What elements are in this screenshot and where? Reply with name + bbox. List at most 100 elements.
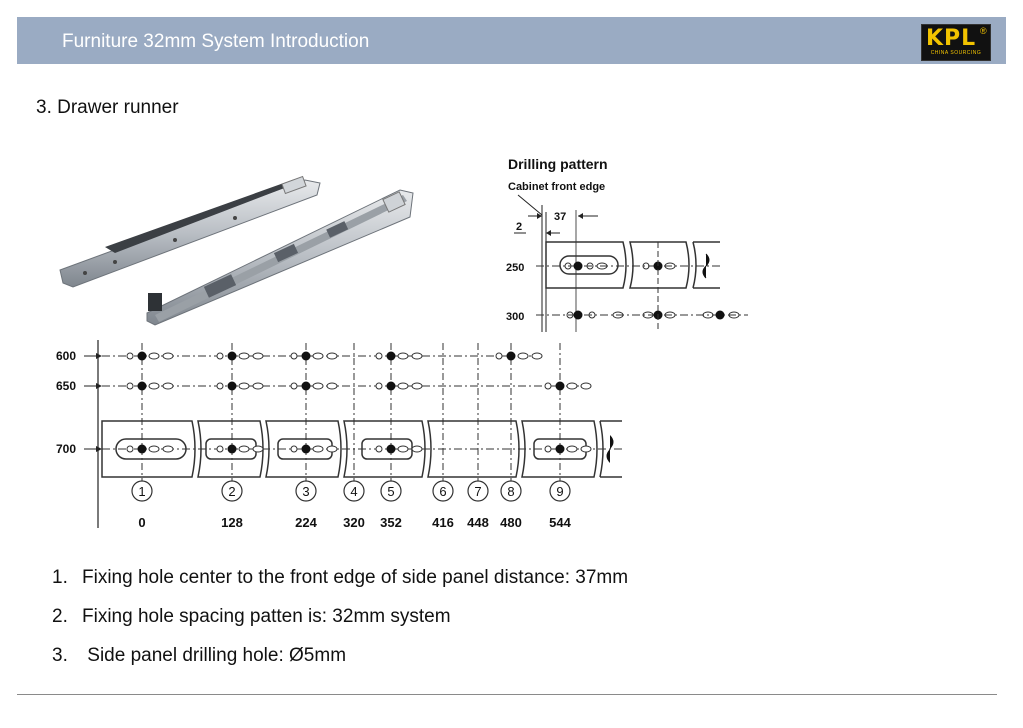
pilot-hole <box>162 382 174 390</box>
pilot-hole <box>326 352 338 360</box>
note-item: 1.Fixing hole center to the front edge o… <box>52 567 628 606</box>
fixing-hole <box>227 381 237 391</box>
pilot-hole <box>326 445 338 453</box>
position-drilling-diagram: 600 650 700 1 0 2 128 3 224 4 320 <box>56 340 622 530</box>
drilling-pattern-title: Drilling pattern <box>508 156 608 172</box>
kpl-logo: KPL ® CHINA SOURCING <box>921 24 991 61</box>
notes-list: 1.Fixing hole center to the front edge o… <box>52 567 628 684</box>
pilot-hole <box>312 352 324 360</box>
pilot-hole <box>375 382 383 390</box>
pilot-hole <box>252 382 264 390</box>
fixing-hole <box>386 381 396 391</box>
pilot-hole <box>162 352 174 360</box>
pilot-hole <box>495 352 503 360</box>
position-number: 8 <box>507 484 514 499</box>
pilot-hole <box>566 382 578 390</box>
position-number: 4 <box>350 484 357 499</box>
pilot-hole <box>290 382 298 390</box>
pilot-hole <box>580 382 592 390</box>
pilot-hole <box>216 445 224 453</box>
position-number: 9 <box>556 484 563 499</box>
fixing-hole <box>555 381 565 391</box>
pilot-hole <box>252 445 264 453</box>
pilot-hole <box>148 382 160 390</box>
position-value: 480 <box>500 515 522 530</box>
pilot-hole <box>312 382 324 390</box>
position-number: 3 <box>302 484 309 499</box>
position-value: 128 <box>221 515 243 530</box>
pilot-hole <box>544 445 552 453</box>
pilot-hole <box>580 445 592 453</box>
position-1: 1 0 <box>131 480 153 530</box>
position-3: 3 224 <box>295 480 318 530</box>
pilot-hole <box>290 445 298 453</box>
note-item: 2. Fixing hole spacing patten is: 32mm sy… <box>52 606 628 645</box>
row-600-label: 600 <box>56 349 76 363</box>
cabinet-front-edge-label: Cabinet front edge <box>508 181 605 193</box>
pilot-hole <box>411 382 423 390</box>
pilot-hole <box>162 445 174 453</box>
fixing-hole <box>137 351 147 361</box>
fixing-hole <box>227 351 237 361</box>
position-value: 352 <box>380 515 402 530</box>
dim-2-label: 2 <box>516 221 522 233</box>
fixing-hole <box>227 444 237 454</box>
position-6: 6 416 <box>432 480 454 530</box>
pilot-hole <box>411 352 423 360</box>
pilot-hole <box>238 382 250 390</box>
position-number: 6 <box>439 484 446 499</box>
position-value: 544 <box>549 515 571 530</box>
pilot-hole <box>397 352 409 360</box>
fixing-hole <box>386 351 396 361</box>
position-8: 8 480 <box>500 480 522 530</box>
position-7: 7 448 <box>467 480 489 530</box>
fixing-hole <box>137 381 147 391</box>
slide-title: Furniture 32mm System Introduction <box>62 31 370 52</box>
dim-37-label: 37 <box>554 211 566 223</box>
fixing-hole <box>386 444 396 454</box>
drawer-runner-illustration <box>59 175 414 326</box>
logo-text: KPL <box>926 26 977 51</box>
row-650-label: 650 <box>56 379 76 393</box>
pilot-hole <box>238 445 250 453</box>
position-value: 448 <box>467 515 489 530</box>
position-value: 416 <box>432 515 454 530</box>
position-value: 0 <box>138 515 145 530</box>
position-2: 2 128 <box>221 480 243 530</box>
pilot-hole <box>216 352 224 360</box>
pilot-hole <box>531 352 543 360</box>
pilot-hole <box>290 352 298 360</box>
row-700-label: 700 <box>56 442 76 456</box>
note-number: 1. <box>52 567 68 588</box>
position-number: 5 <box>387 484 394 499</box>
pilot-hole <box>216 382 224 390</box>
pilot-hole <box>517 352 529 360</box>
footer-divider <box>17 694 997 695</box>
row-250-label: 250 <box>506 262 524 274</box>
note-text: Side panel drilling hole: Ø5mm <box>82 645 347 666</box>
pilot-hole <box>326 382 338 390</box>
position-number: 1 <box>138 484 145 499</box>
pilot-hole <box>252 352 264 360</box>
position-9: 9 544 <box>549 480 572 530</box>
pilot-hole <box>148 445 160 453</box>
position-value: 224 <box>295 515 317 530</box>
position-value: 320 <box>343 515 365 530</box>
position-4: 4 320 <box>343 480 365 530</box>
pilot-hole <box>238 352 250 360</box>
position-5: 5 352 <box>380 480 402 530</box>
pilot-hole <box>148 352 160 360</box>
pilot-hole <box>126 382 134 390</box>
pilot-hole <box>312 445 324 453</box>
slide-header: Furniture 32mm System Introduction KPL ®… <box>17 17 1006 64</box>
pilot-hole <box>544 382 552 390</box>
pilot-hole <box>375 352 383 360</box>
note-number: 3. <box>52 645 68 666</box>
pilot-hole <box>375 445 383 453</box>
row-300-label: 300 <box>506 311 524 323</box>
note-text: Fixing hole spacing patten is: 32mm syst… <box>82 606 451 627</box>
fixing-hole <box>506 351 516 361</box>
note-number: 2. <box>52 606 68 627</box>
drilling-pattern-diagram: Drilling pattern Cabinet front edge 37 2… <box>506 156 748 332</box>
fixing-hole <box>301 381 311 391</box>
